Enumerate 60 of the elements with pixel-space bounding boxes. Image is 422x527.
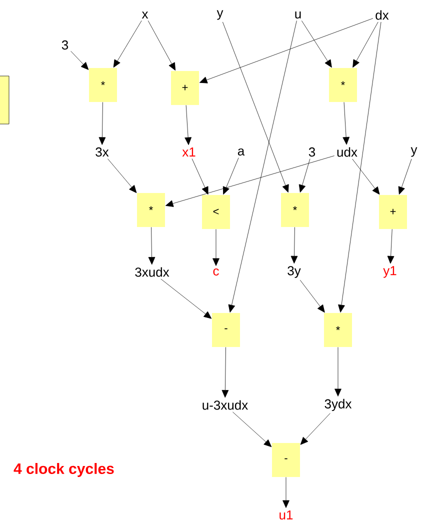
operator-box: < [202,195,230,229]
arrow [113,20,142,68]
value-label: 3xudx [135,267,170,277]
value-label: 3x [96,147,109,157]
value-label: u1 [280,510,293,520]
arrow [98,102,106,145]
operator-box: * [329,68,357,102]
value-label: c [213,268,219,276]
arrow [342,102,350,145]
value-label: x [142,12,148,18]
arrow [338,22,382,312]
arrow [192,158,208,195]
value-label: u-3xudx [202,400,248,410]
operator-box: * [89,68,117,102]
value-label: u [295,12,301,18]
arrow [222,158,239,195]
value-label: a [238,148,245,156]
value-label: 3 [308,147,316,157]
arrow [222,22,289,193]
arrow [222,347,229,398]
operator-box: * [137,193,165,227]
arrow [184,105,192,146]
operator-box: - [272,443,300,477]
arrow [387,229,394,264]
value-label: y [410,147,418,157]
empty-box [0,76,10,124]
arrow [398,158,412,195]
value-label: y [216,10,224,20]
note-text: 4 clock cycles [14,463,114,477]
operator-box: - [212,313,240,347]
arrow [212,229,220,266]
arrow [282,477,290,508]
arrow [298,158,310,193]
value-label: x1 [182,148,196,156]
arrow [70,50,89,70]
arrow [232,412,272,448]
arrow [352,22,378,68]
value-label: dx [376,10,389,20]
arrow [290,227,298,264]
arrow [352,158,380,195]
value-label: 3ydx [324,398,352,412]
arrow [300,413,330,445]
arrow [160,278,212,319]
arrow [301,20,332,68]
arrow [148,20,176,71]
value-label: udx [337,147,358,157]
value-label: 3 [62,40,68,50]
arrow [148,227,156,265]
arrow [108,158,137,194]
operator-box: + [379,195,407,229]
arrow [334,347,342,396]
arrow [199,18,374,84]
value-label: y1 [383,266,396,278]
arrow [300,280,325,313]
arrow [165,156,335,207]
operator-box: * [324,313,352,347]
arrow [228,20,297,313]
operator-box: + [171,71,199,105]
value-label: 3y [288,266,301,278]
operator-box: * [281,193,309,227]
